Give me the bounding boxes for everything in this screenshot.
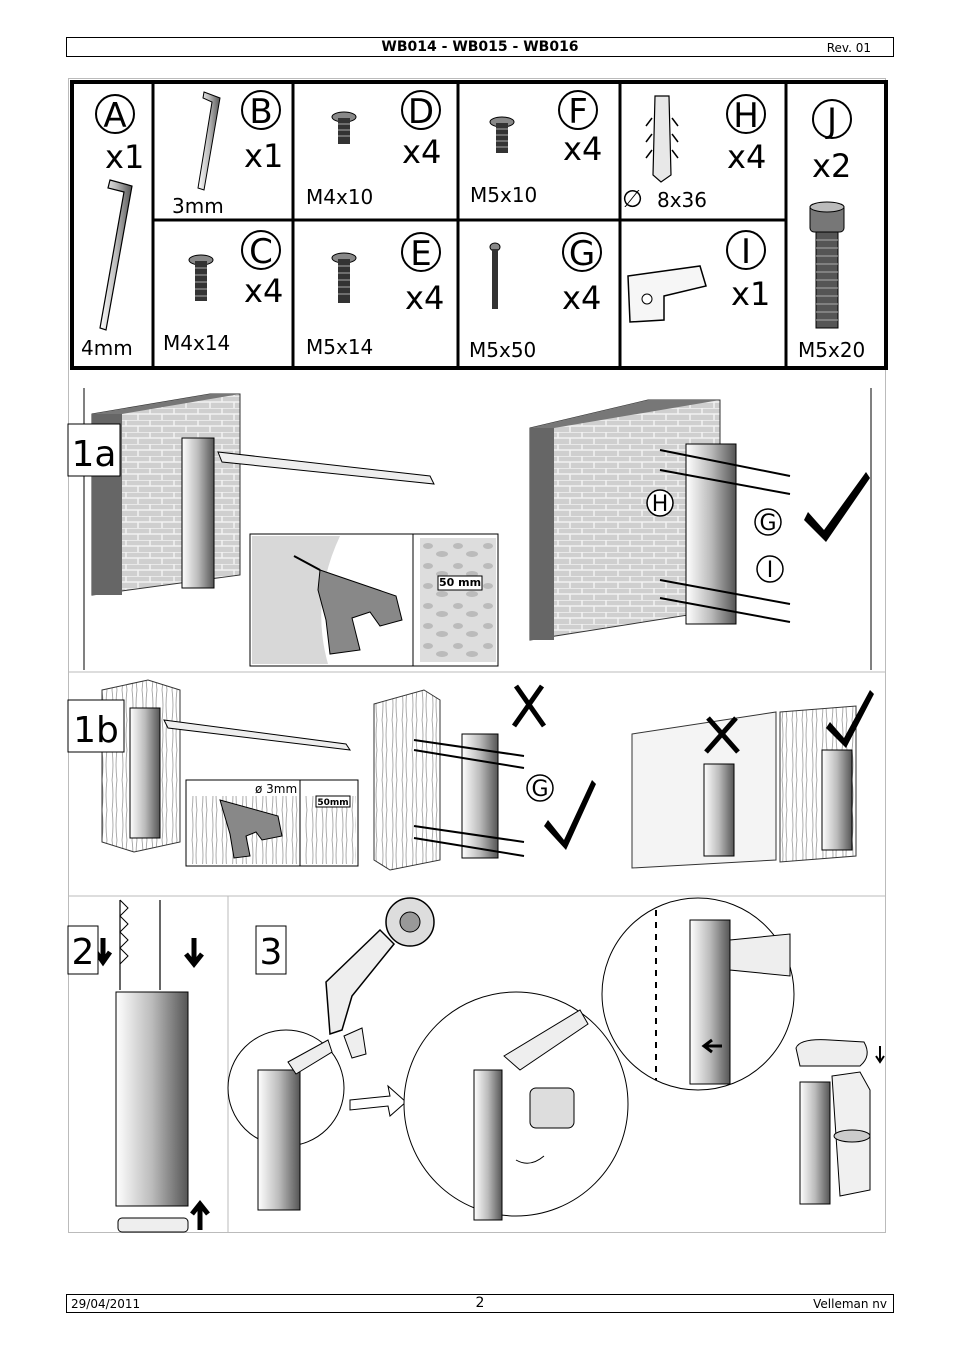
part-size: M4x14 — [163, 331, 230, 355]
long-screw-icon — [489, 242, 501, 309]
step-1b: 1b ø 3mm 50mm G — [67, 671, 886, 871]
checkmark-icon — [804, 472, 870, 542]
step-label: 1a — [72, 434, 117, 475]
part-letter: J — [825, 101, 837, 141]
part-qty: x4 — [563, 130, 602, 168]
step-1a: 1a 50 mm H G I — [67, 388, 872, 670]
screw-icon — [331, 252, 357, 303]
callout-letter: H — [652, 492, 669, 517]
callout-letter: G — [759, 511, 776, 536]
part-cell-e: E x4 M5x14 — [306, 232, 444, 359]
step-3: 3 — [227, 897, 885, 1221]
part-letter: A — [103, 96, 126, 136]
part-qty: x4 — [402, 133, 441, 171]
page-number: 2 — [475, 1295, 485, 1311]
screw-icon — [188, 254, 214, 301]
part-letter: C — [249, 232, 273, 272]
illustration-frame — [68, 78, 886, 1233]
part-cell-h: H x4 ∅ 8x36 — [622, 94, 766, 213]
part-qty: x4 — [405, 279, 444, 317]
part-letter: E — [410, 234, 431, 274]
part-letter: G — [569, 234, 595, 274]
wall-bracket — [685, 443, 737, 625]
part-size: 8x36 — [657, 188, 707, 212]
document-title: WB014 - WB015 - WB016 — [381, 39, 579, 55]
pencil-icon — [163, 719, 352, 751]
tv-mount-arm — [325, 897, 435, 1059]
part-size: 4mm — [81, 336, 133, 360]
part-cell-g: G x4 M5x50 — [469, 232, 602, 362]
cross-icon — [511, 684, 547, 728]
part-size: 3mm — [172, 194, 224, 218]
part-qty: x1 — [244, 137, 283, 175]
part-qty: x2 — [812, 147, 851, 185]
part-cell-j: J x2 M5x20 — [798, 99, 865, 362]
wall-bracket — [181, 437, 215, 589]
cross-icon — [704, 716, 740, 754]
arrow-down-icon — [875, 1046, 885, 1064]
callout-letter: G — [531, 777, 548, 802]
part-letter: I — [741, 232, 751, 272]
part-qty: x1 — [105, 138, 144, 176]
step-2: 2 — [67, 895, 886, 1233]
part-cell-d: D x4 M4x10 — [306, 90, 441, 209]
arrow-right-icon — [349, 1084, 407, 1117]
part-letter: D — [408, 92, 434, 132]
screw-icon — [331, 111, 357, 144]
revision-label: Rev. 01 — [826, 41, 871, 55]
allen-key-icon — [197, 91, 221, 191]
bracket-icon — [627, 265, 707, 323]
company-name: Velleman nv — [813, 1297, 887, 1311]
allen-key-icon — [99, 179, 133, 331]
wall-bracket — [821, 749, 853, 851]
part-size: M4x10 — [306, 185, 373, 209]
step-label: 3 — [260, 932, 283, 973]
page-header: WB014 - WB015 - WB016 Rev. 01 — [66, 37, 894, 57]
arrow-down-icon — [184, 938, 204, 969]
pencil-icon — [217, 451, 435, 485]
part-cell-c: C x4 M4x14 — [163, 230, 283, 355]
drill-size: ø 3mm — [255, 782, 297, 796]
part-letter: F — [568, 92, 588, 132]
footer-date: 29/04/2011 — [71, 1297, 141, 1311]
checkmark-icon — [826, 690, 874, 748]
wall-plug-icon — [645, 95, 679, 183]
parts-table — [70, 80, 888, 370]
part-cell-i: I x1 — [627, 230, 770, 323]
part-qty: x4 — [727, 138, 766, 176]
part-qty: x4 — [244, 272, 283, 310]
part-letter: B — [249, 92, 272, 132]
part-qty: x1 — [731, 275, 770, 313]
part-size: M5x50 — [469, 338, 536, 362]
part-cell-a: A x1 4mm — [81, 94, 144, 360]
part-size: M5x20 — [798, 338, 865, 362]
bracket-rail — [115, 991, 189, 1207]
drill-icon — [293, 555, 403, 655]
depth-label: 50 mm — [439, 576, 481, 589]
wall-bracket — [129, 707, 161, 839]
arrow-left-icon — [701, 1038, 722, 1054]
part-qty: x4 — [562, 279, 601, 317]
part-letter: H — [733, 96, 759, 136]
screw-icon — [489, 116, 515, 153]
page-footer: 29/04/2011 2 Velleman nv — [66, 1294, 894, 1313]
step-label: 2 — [72, 932, 95, 973]
wall-bracket — [703, 763, 735, 857]
part-cell-b: B x1 3mm — [172, 90, 283, 218]
callout-letter: I — [767, 558, 774, 583]
step-label: 1b — [73, 710, 119, 751]
part-cell-f: F x4 M5x10 — [470, 90, 602, 207]
diameter-symbol: ∅ — [622, 185, 643, 213]
part-size: M5x10 — [470, 183, 537, 207]
arrow-up-icon — [190, 1199, 210, 1230]
depth-label: 50mm — [317, 798, 348, 808]
checkmark-icon — [544, 780, 596, 850]
part-size: M5x14 — [306, 335, 373, 359]
drill-icon — [219, 799, 283, 859]
socket-bolt-icon — [809, 201, 845, 329]
wall-bracket — [461, 733, 499, 859]
